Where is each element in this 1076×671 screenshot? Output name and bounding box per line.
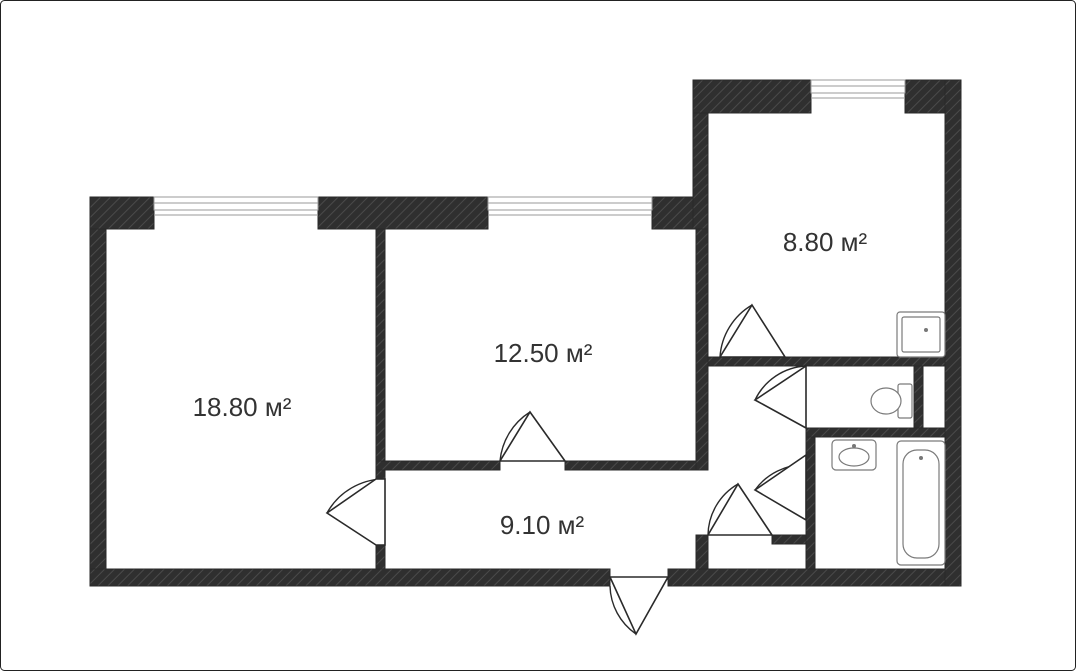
wall-bedroom-kitchen <box>695 228 709 471</box>
bedroom-area: 12.50 м² <box>494 338 593 368</box>
bedroom-bottom-wall-left <box>375 460 501 471</box>
window-living-room <box>153 196 319 216</box>
bathroom-stub-wall <box>771 534 807 545</box>
room-labels: 18.80 м² 12.50 м² 8.80 м² 9.10 м² <box>193 227 868 540</box>
door-entry <box>608 576 670 636</box>
door-bathroom <box>753 453 807 522</box>
toilet-right-wall <box>913 365 924 429</box>
interior-walls <box>375 228 946 570</box>
shower-tray-fixture <box>896 311 946 358</box>
wall-living-hall-low <box>375 544 386 570</box>
bathroom-left-wall <box>805 436 816 570</box>
toilet-fixture <box>870 383 913 419</box>
wall-hall-right-low <box>695 534 709 570</box>
door-bedroom <box>498 410 567 462</box>
wall-living-bedroom <box>375 228 386 480</box>
door-living-room <box>325 478 386 546</box>
bedroom-bottom-wall-right <box>564 460 709 471</box>
bathtub-fixture <box>896 440 946 566</box>
kitchen-top-wall-left <box>692 79 812 114</box>
kitchen-area: 8.80 м² <box>783 227 868 257</box>
left-wall <box>89 196 107 587</box>
living-room-area: 18.80 м² <box>193 392 292 422</box>
exterior-walls <box>89 79 962 587</box>
door-toilet <box>753 364 807 430</box>
kitchen-bottom-wall <box>707 356 946 367</box>
door-corridor <box>706 482 774 536</box>
window-bedroom <box>487 196 653 216</box>
top-wall-seg2 <box>317 196 489 230</box>
door-kitchen <box>718 303 787 358</box>
bottom-wall-left <box>89 568 611 587</box>
windows <box>153 79 906 216</box>
bottom-wall-right <box>667 568 962 587</box>
top-wall-seg1 <box>89 196 155 230</box>
doors <box>325 303 807 636</box>
window-kitchen <box>810 79 906 99</box>
fixtures <box>831 311 946 566</box>
right-wall <box>944 79 962 587</box>
sink-fixture <box>831 439 877 471</box>
hallway-area: 9.10 м² <box>500 510 585 540</box>
toilet-bottom-wall <box>805 427 946 438</box>
